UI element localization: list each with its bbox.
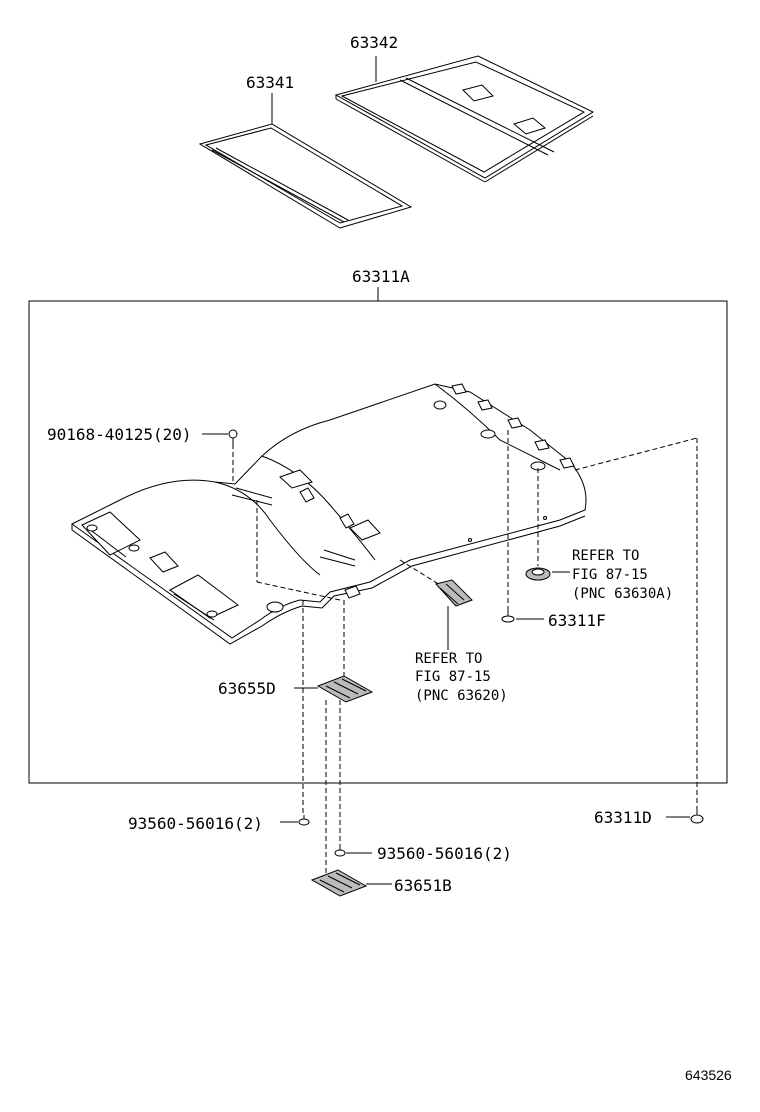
refer2-line3: (PNC 63620): [415, 688, 508, 704]
label-63311F: 63311F: [548, 611, 606, 630]
panel-63342: [334, 55, 595, 183]
refer1-line1: REFER TO: [572, 548, 639, 564]
clip-63311D: [666, 810, 704, 824]
label-93560-56016-a: 93560-56016(2): [128, 814, 263, 833]
label-63655D: 63655D: [218, 679, 276, 698]
cover-63655D: [294, 675, 374, 703]
screw-93560-a: [280, 815, 310, 826]
figure-number: 643526: [685, 1067, 732, 1083]
refer1-line2: FIG 87-15: [572, 567, 648, 583]
cover-63651B: [310, 869, 392, 897]
label-63651B: 63651B: [394, 876, 452, 895]
refer2-line1: REFER TO: [415, 651, 482, 667]
screw-90168: [202, 429, 238, 484]
clip-63311F: [501, 608, 544, 623]
lamp-63630A: [525, 567, 570, 581]
part-63620: [435, 579, 473, 650]
refer1-line3: (PNC 63630A): [572, 586, 673, 602]
label-63311A: 63311A: [352, 267, 410, 286]
label-63311D: 63311D: [594, 808, 652, 827]
label-63341: 63341: [246, 73, 294, 92]
screw-93560-b: [334, 845, 372, 857]
panel-63341: [198, 123, 413, 229]
label-63342: 63342: [350, 33, 398, 52]
headliner-63311A: [71, 383, 587, 645]
refer2-line2: FIG 87-15: [415, 669, 491, 685]
label-93560-56016-b: 93560-56016(2): [377, 844, 512, 863]
label-90168-40125: 90168-40125(20): [47, 425, 192, 444]
